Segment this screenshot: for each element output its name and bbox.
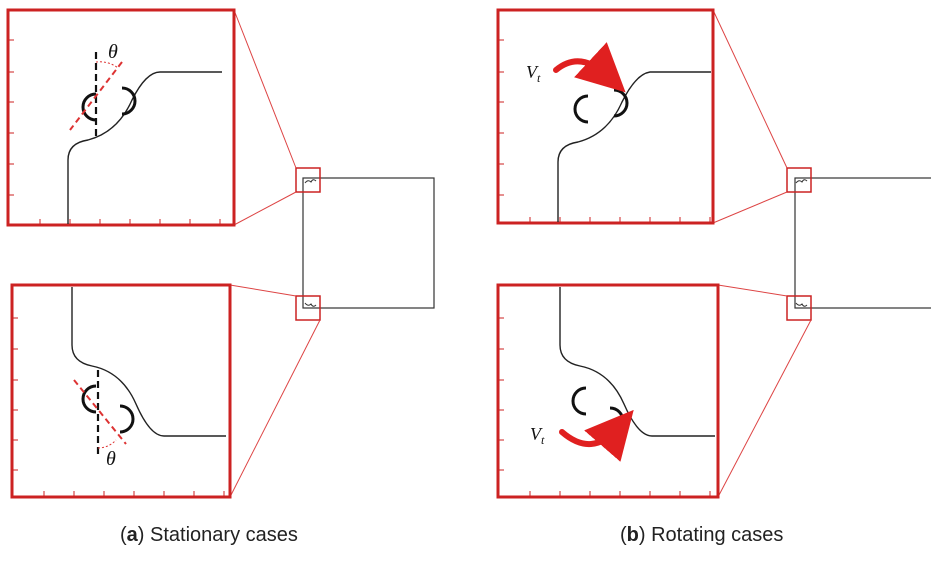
zoom-inset-bottom-b: Vt <box>496 283 720 499</box>
highlight-box-bottom-a <box>295 295 321 321</box>
connector-line <box>712 9 788 169</box>
zoom-inset-bottom-a: θ <box>10 283 232 499</box>
caption-letter-b: b <box>626 524 639 546</box>
connector-line <box>229 284 297 297</box>
tiny-turbine-bottom-b <box>795 302 808 307</box>
highlight-box-top-b <box>786 167 812 193</box>
caption-b: (b) Rotating cases <box>620 524 784 546</box>
connector-line <box>717 319 812 498</box>
theta-label-top-a: θ <box>108 41 118 63</box>
figure-canvas: θ θ <box>6 8 931 499</box>
caption-text-b: Rotating cases <box>651 524 784 546</box>
tiny-turbine-bottom-a <box>304 302 317 307</box>
theta-label-bottom-a: θ <box>106 448 116 470</box>
domain-outline-a <box>302 177 435 309</box>
connector-line <box>717 284 788 297</box>
panel-b: Vt Vt <box>496 8 931 499</box>
velocity-label-top-b: Vt <box>526 62 541 85</box>
panel-a: θ θ <box>6 8 435 499</box>
caption-text-a: Stationary cases <box>150 524 298 546</box>
zoom-inset-top-b: Vt <box>496 8 715 225</box>
caption-a: (a) Stationary cases <box>120 524 298 546</box>
highlight-box-bottom-b <box>786 295 812 321</box>
domain-outline-b <box>794 177 931 309</box>
connector-line <box>229 319 321 498</box>
connector-line <box>712 191 788 224</box>
highlight-box-top-a <box>295 167 321 193</box>
connector-line <box>233 9 297 169</box>
connector-line <box>233 191 297 226</box>
tiny-turbine-top-a <box>304 179 317 184</box>
caption-letter-a: a <box>126 524 138 546</box>
zoom-inset-top-a: θ <box>6 8 236 227</box>
tiny-turbine-top-b <box>795 179 808 184</box>
velocity-label-bottom-b: Vt <box>530 424 545 447</box>
